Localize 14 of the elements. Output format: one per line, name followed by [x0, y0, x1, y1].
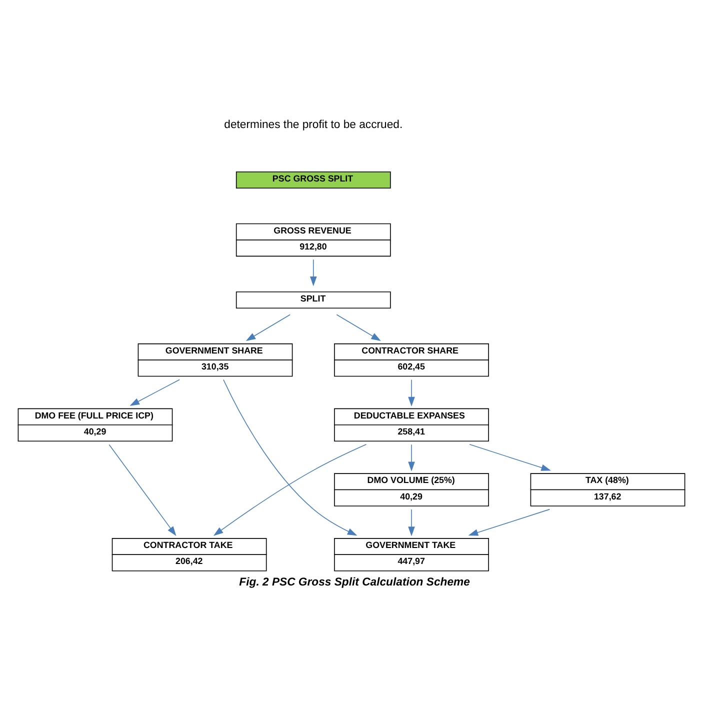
arrow — [408, 444, 415, 472]
arrow — [408, 509, 415, 536]
label: determines the profit to be accrued. — [224, 118, 403, 131]
arrow — [469, 444, 551, 471]
arrow — [223, 379, 358, 536]
caption: Fig. 2 PSC Gross Split Calculation Scheme — [239, 576, 470, 589]
arrow — [408, 379, 415, 407]
arrow — [213, 444, 367, 536]
arrow — [310, 259, 317, 286]
arrow — [130, 379, 180, 406]
arrow — [468, 508, 550, 536]
arrow — [336, 314, 381, 341]
arrow — [246, 314, 291, 341]
arrow — [108, 444, 176, 536]
